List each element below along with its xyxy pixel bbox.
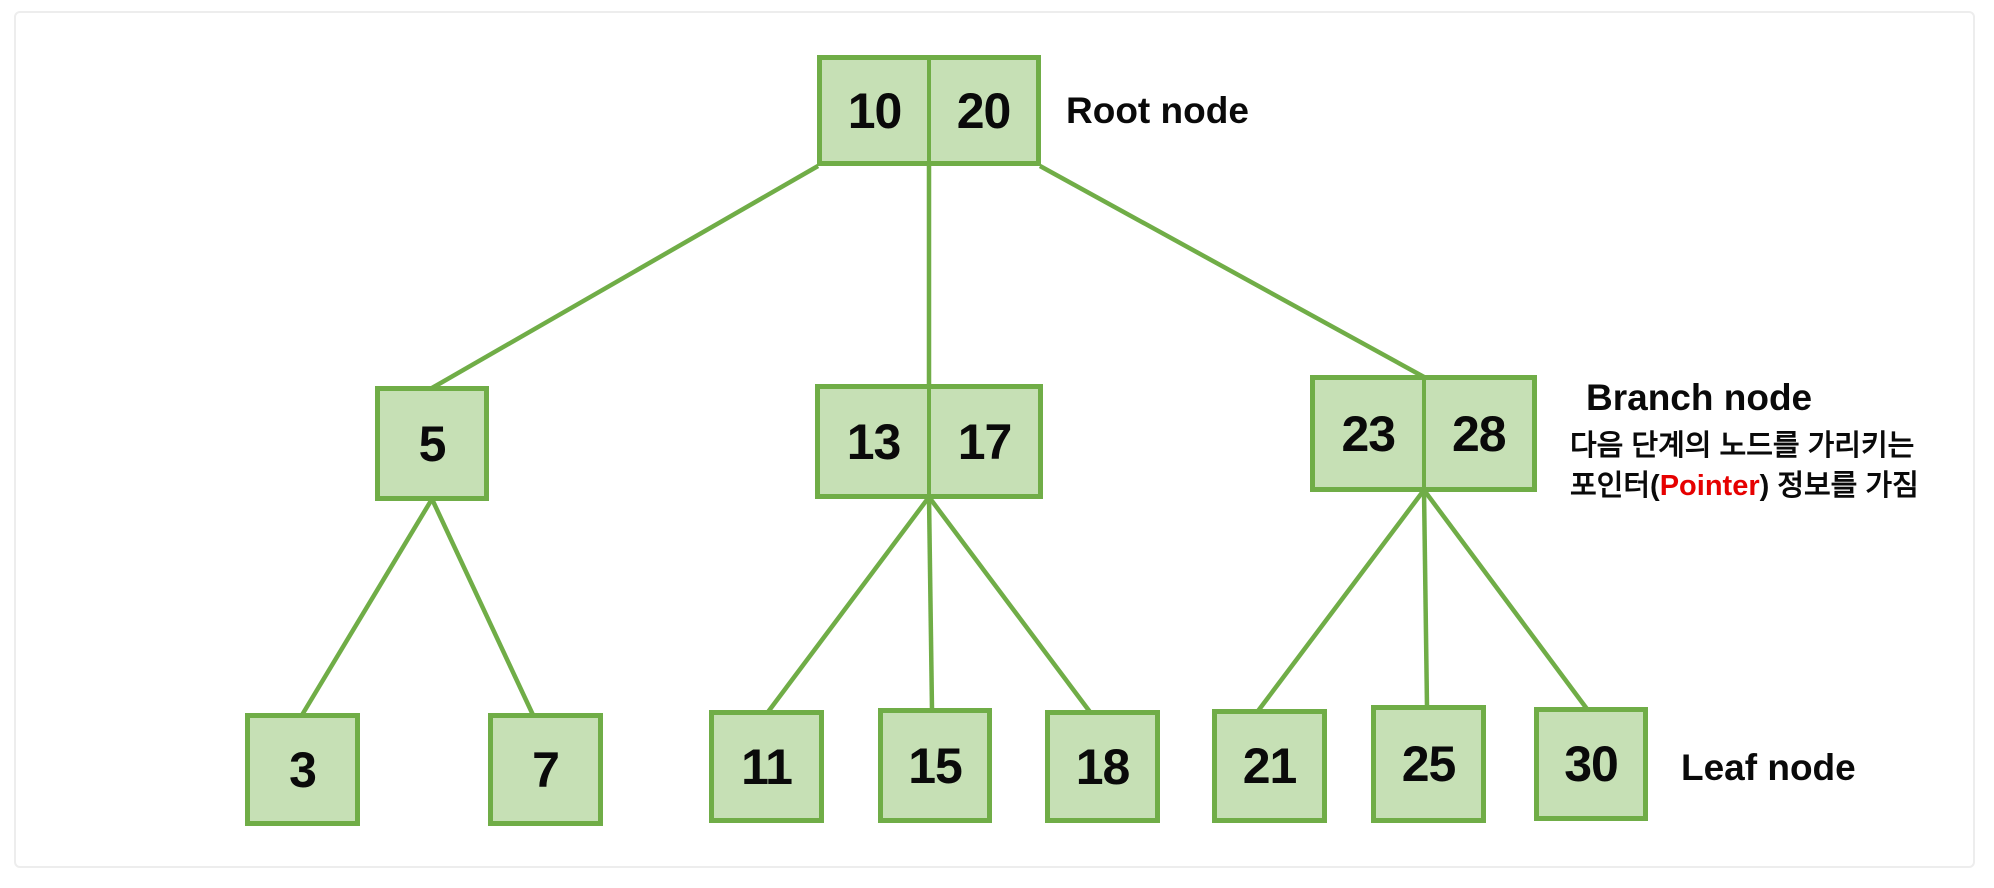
branch-node-label: Branch node (1586, 377, 1813, 418)
node-key-cell: 30 (1564, 736, 1619, 792)
node-key-cell: 25 (1401, 736, 1457, 792)
branch-desc-line2-prefix: 포인터( (1570, 470, 1660, 502)
tree-node-l25: 25 (1371, 705, 1486, 823)
node-key-cell: 23 (1341, 405, 1396, 462)
tree-node-b5: 5 (375, 386, 489, 501)
tree-node-l7: 7 (488, 713, 603, 826)
branch-desc-line1: 다음 단계의 노드를 가리키는 (1570, 430, 1915, 462)
tree-node-l11: 11 (709, 710, 824, 823)
tree-node-b13: 13 17 (815, 384, 1043, 499)
node-key-cell: 7 (532, 741, 560, 798)
node-key-cell: 17 (927, 389, 1038, 494)
root-node-label: Root node (1066, 90, 1249, 131)
tree-node-l21: 21 (1212, 709, 1327, 823)
tree-edge-b13-l11 (766, 495, 931, 714)
tree-node-root: 10 20 (817, 55, 1041, 166)
tree-node-l18: 18 (1045, 710, 1160, 823)
tree-edge-b13-l18 (927, 495, 1092, 714)
tree-edge-root-b23 (1038, 164, 1426, 379)
tree-node-l15: 15 (878, 708, 992, 823)
node-key-cell: 21 (1242, 738, 1298, 794)
tree-edge-b23-l21 (1256, 488, 1426, 713)
node-key-cell: 15 (908, 737, 963, 794)
node-key-cell: 5 (418, 415, 447, 472)
tree-edge-root-b5 (430, 164, 820, 390)
leaf-node-label: Leaf node (1681, 747, 1856, 788)
tree-node-b23: 23 28 (1310, 375, 1537, 492)
node-key-cell: 20 (927, 60, 1036, 161)
tree-node-l30: 30 (1534, 707, 1648, 821)
node-key-cell: 28 (1421, 380, 1533, 487)
tree-edge-b23-l30 (1422, 488, 1589, 711)
node-key-cell: 3 (289, 741, 317, 798)
node-key-cell: 10 (847, 82, 903, 139)
tree-edge-b5-l3 (300, 497, 434, 717)
tree-edge-b5-l7 (429, 498, 536, 716)
pointer-keyword: Pointer (1659, 470, 1760, 502)
tree-node-l3: 3 (245, 713, 360, 826)
branch-desc-line2: 포인터(Pointer) 정보를 가짐 (1570, 466, 1919, 506)
node-key-cell: 18 (1075, 738, 1131, 795)
tree-edge-b13-l15 (926, 496, 935, 711)
node-key-cell: 11 (741, 738, 793, 795)
branch-desc-line2-suffix: ) 정보를 가짐 (1759, 470, 1919, 502)
branch-node-annotation: Branch node 다음 단계의 노드를 가리키는 포인터(Pointer)… (1570, 377, 1919, 506)
node-key-cell: 13 (846, 413, 902, 470)
tree-edge-b23-l25 (1421, 489, 1430, 708)
